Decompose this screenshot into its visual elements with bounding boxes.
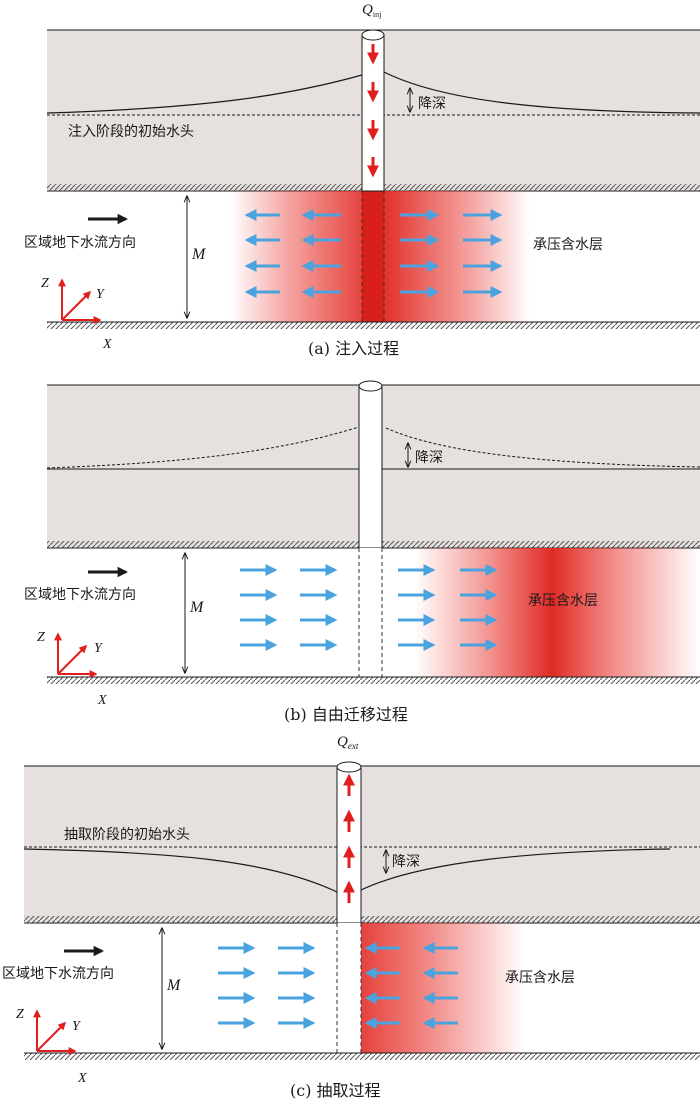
aquifer-base-hatch	[47, 322, 700, 329]
panel-caption: (c) 抽取过程	[290, 1081, 381, 1100]
groundwater-flow-arrows	[218, 942, 458, 1029]
groundwater-flow-arrows	[240, 564, 498, 651]
depressed-head-curve-left	[23, 848, 338, 893]
panel-caption: (a) 注入过程	[308, 339, 399, 358]
regional-flow-label: 区域地下水流方向	[2, 966, 114, 982]
axis-label-z: Z	[16, 1007, 24, 1022]
axis-label-z: Z	[41, 276, 49, 291]
depressed-head-curve-right	[360, 848, 671, 891]
thickness-label: M	[166, 977, 182, 994]
well-top	[336, 761, 362, 773]
mounded-head-curve-right	[383, 71, 700, 114]
coordinate-axes	[33, 1009, 77, 1055]
groundwater-flow-arrows	[244, 209, 503, 298]
aquifer-base-hatch	[24, 1053, 700, 1060]
well-top	[361, 29, 385, 41]
axis-label-x: X	[102, 337, 112, 352]
well-top	[358, 380, 383, 392]
axis-label-x: X	[97, 693, 107, 708]
drawdown-label: 降深	[415, 450, 443, 466]
extraction-rate-label: Qext	[337, 734, 359, 751]
coordinate-axes	[54, 632, 98, 678]
tracer-plume	[415, 548, 700, 677]
well-screen-fill	[337, 923, 361, 1053]
injection-rate-label: Qinj	[362, 2, 381, 19]
aquifer-base-hatch	[47, 677, 700, 684]
initial-head-label: 注入阶段的初始水头	[68, 123, 194, 140]
tracer-plume	[340, 923, 525, 1053]
tracer-plume-core	[362, 191, 384, 322]
regional-flow-label: 区域地下水流方向	[24, 235, 136, 251]
regional-flow-label: 区域地下水流方向	[24, 587, 136, 603]
coordinate-axes	[58, 278, 102, 324]
axis-label-x: X	[77, 1071, 87, 1086]
aquifer-label: 承压含水层	[533, 237, 603, 253]
panel-c: 抽取阶段的初始水头 降深 Qext M 区域地下水流方向	[2, 734, 700, 1100]
prior-head-curve-left	[46, 426, 360, 469]
mounded-head-curve-left	[46, 74, 363, 114]
thickness-label: M	[189, 599, 205, 616]
axis-label-y: Y	[72, 1019, 82, 1034]
panel-caption: (b) 自由迁移过程	[284, 705, 408, 724]
axis-label-y: Y	[96, 287, 106, 302]
axis-label-y: Y	[94, 641, 104, 656]
well	[358, 385, 383, 549]
aquifer-label: 承压含水层	[505, 970, 575, 986]
drawdown-label: 降深	[418, 96, 446, 112]
axis-label-z: Z	[37, 630, 45, 645]
thickness-label: M	[191, 246, 207, 263]
well-screen-fill	[359, 548, 382, 677]
panel-b: 降深 M 区域地下水流方向 承	[24, 380, 700, 724]
drawdown-label: 降深	[392, 854, 420, 870]
prior-head-curve-right	[385, 427, 700, 468]
aquifer-label: 承压含水层	[528, 593, 598, 609]
initial-head-label: 抽取阶段的初始水头	[64, 826, 190, 843]
confining-boundary-hatch	[24, 916, 700, 923]
aquitard-band	[24, 766, 700, 922]
panel-a: 降深 注入阶段的初始水头 Qinj M 区域地下水流方向	[24, 2, 700, 358]
